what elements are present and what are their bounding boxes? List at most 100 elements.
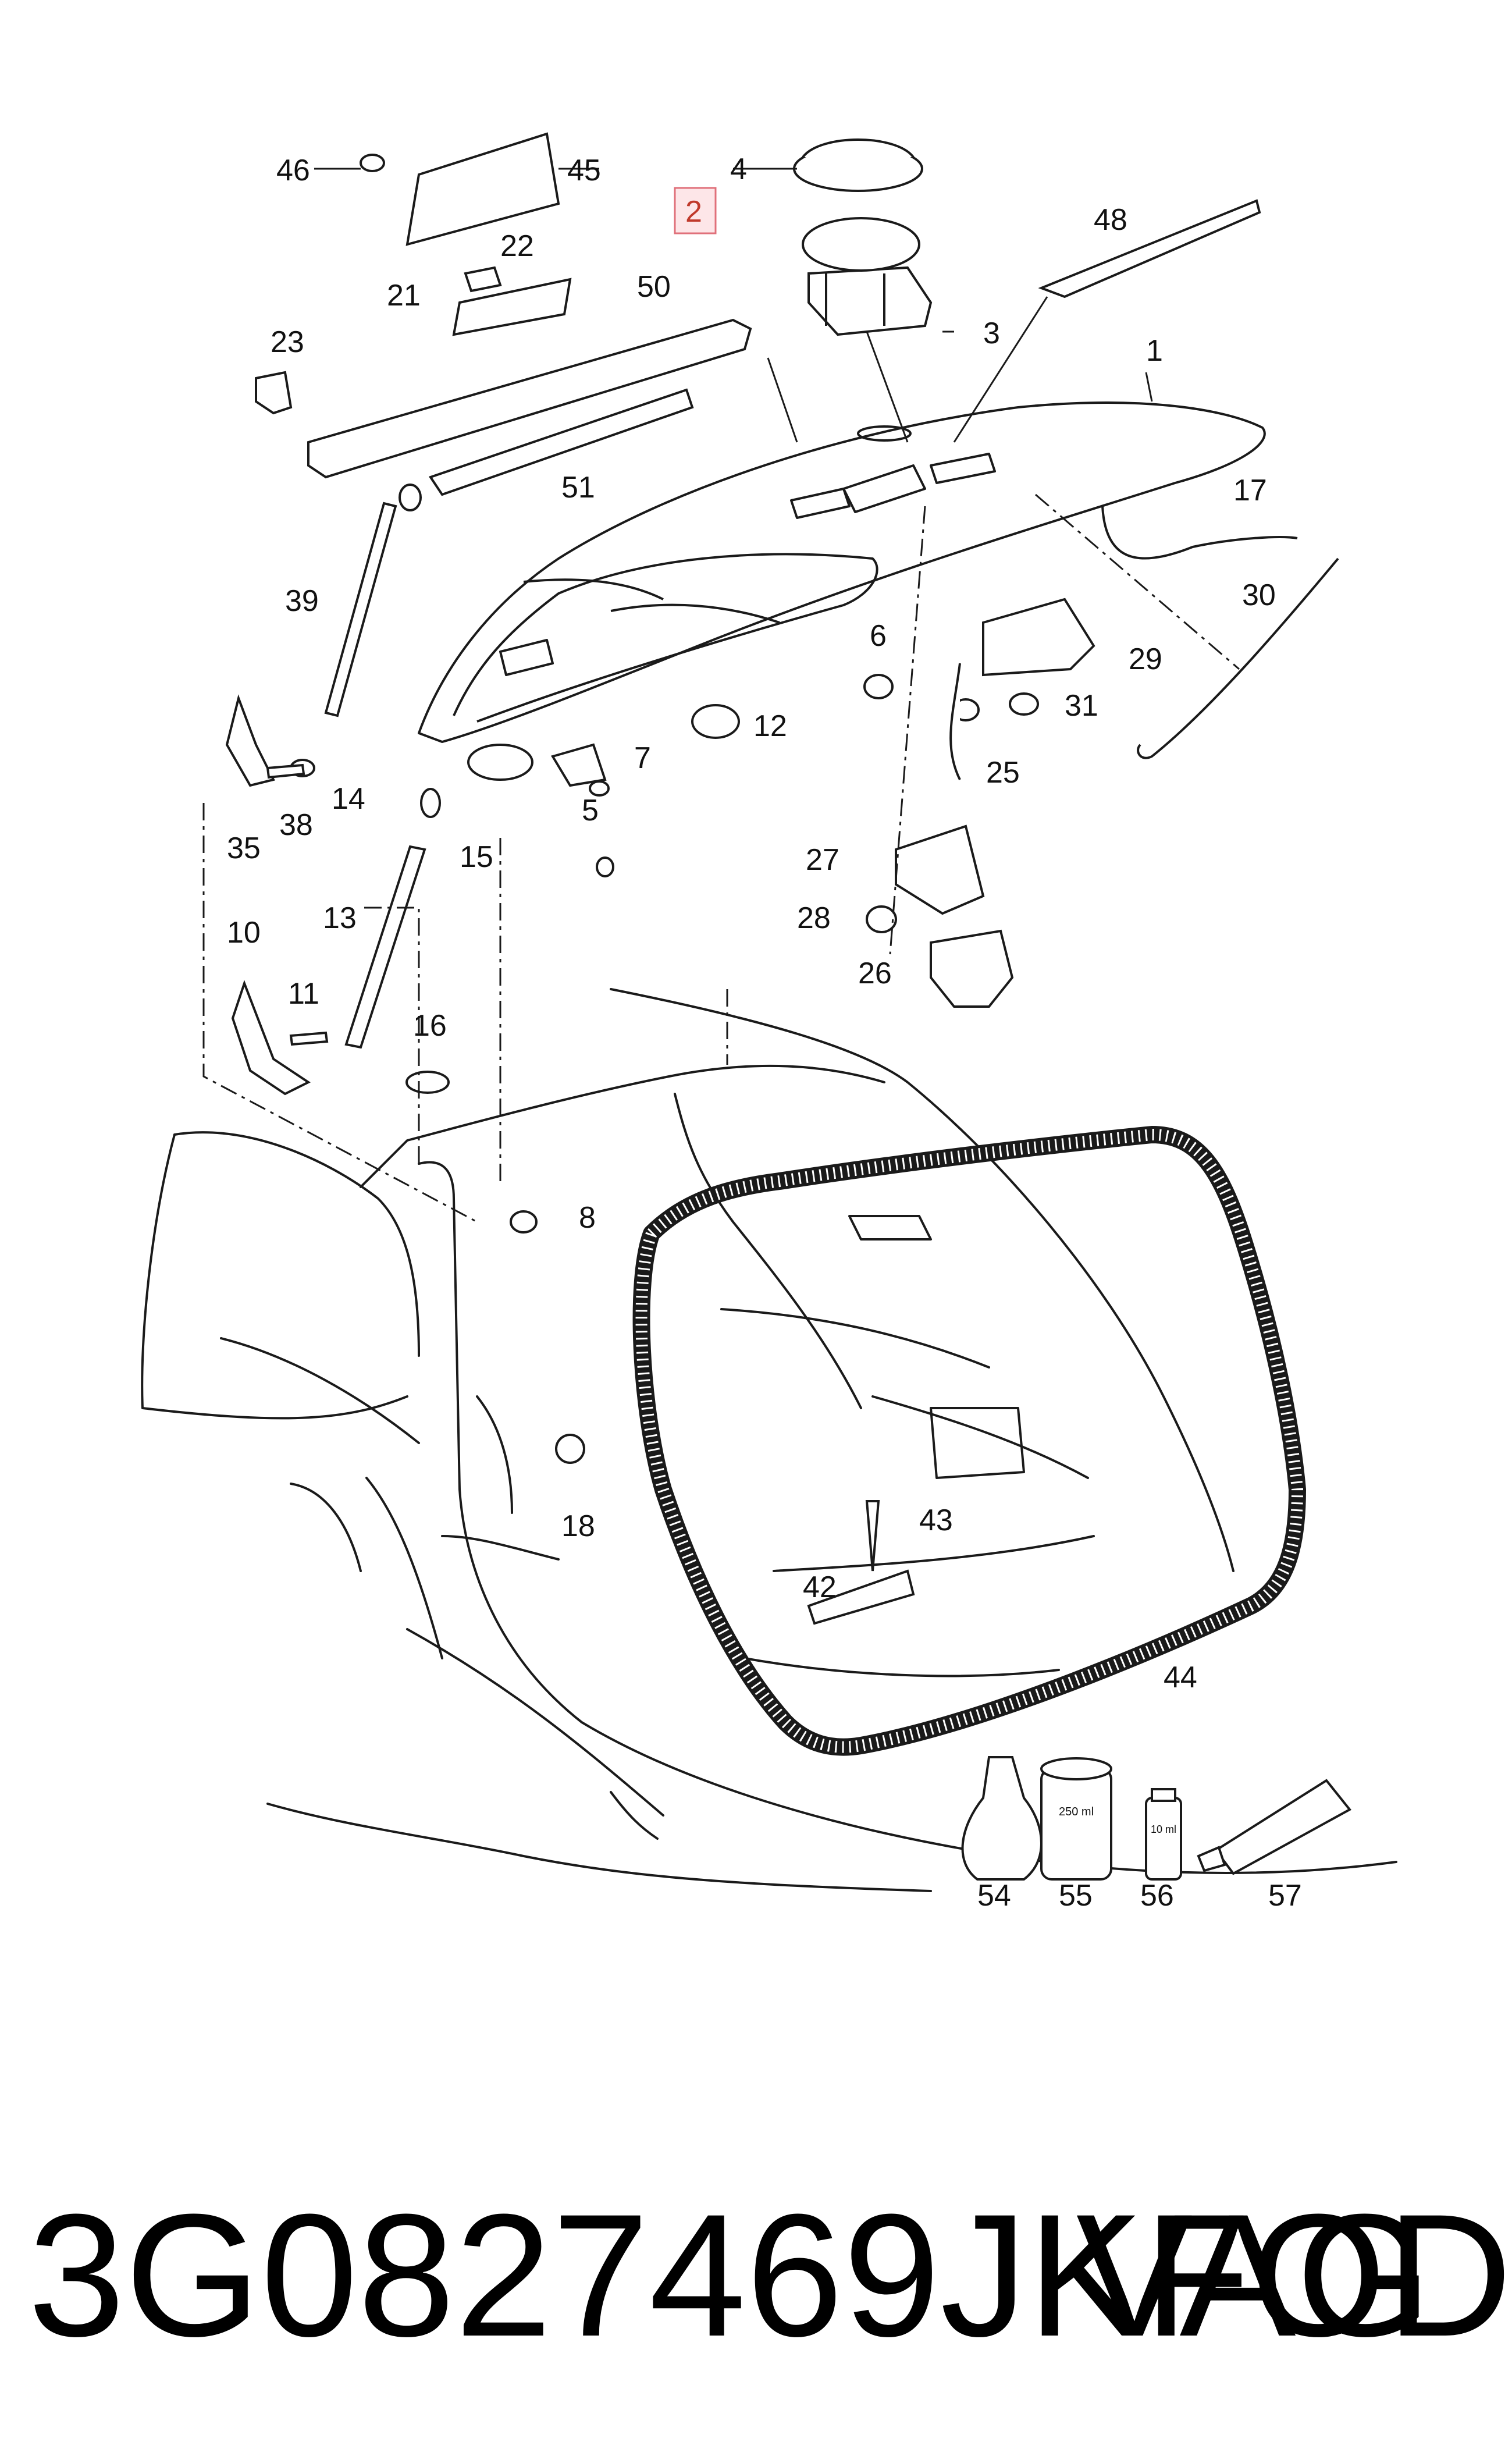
svg-text:35: 35 xyxy=(227,831,261,865)
svg-text:46: 46 xyxy=(276,154,310,187)
small-parts-upper-left xyxy=(255,132,572,415)
callout-17: 17 xyxy=(1233,474,1267,507)
svg-text:2: 2 xyxy=(685,195,702,229)
callout-18: 18 xyxy=(561,1509,595,1543)
svg-text:6: 6 xyxy=(870,619,887,653)
svg-text:3: 3 xyxy=(983,317,1000,350)
svg-text:30: 30 xyxy=(1242,578,1276,612)
callout-57: 57 xyxy=(1268,1879,1302,1913)
svg-text:13: 13 xyxy=(323,901,357,935)
callout-5: 5 xyxy=(582,794,599,827)
svg-text:54: 54 xyxy=(977,1879,1011,1913)
tailgate-seal xyxy=(632,1126,1306,1756)
svg-text:42: 42 xyxy=(803,1570,837,1604)
callout-35: 35 xyxy=(227,831,261,865)
callout-27: 27 xyxy=(806,843,839,877)
callout-46: 46 xyxy=(276,154,310,187)
callout-50: 50 xyxy=(637,270,671,304)
callout-2: 2 xyxy=(674,187,717,234)
svg-text:5: 5 xyxy=(582,794,599,827)
gas-struts xyxy=(324,484,426,1049)
callout-29: 29 xyxy=(1129,642,1162,676)
svg-text:31: 31 xyxy=(1065,689,1098,723)
cables xyxy=(1101,506,1339,759)
callout-31: 31 xyxy=(1065,689,1098,723)
callout-26: 26 xyxy=(858,957,892,990)
svg-text:51: 51 xyxy=(561,471,595,504)
svg-text:10: 10 xyxy=(227,916,261,950)
callout-28: 28 xyxy=(797,901,831,935)
svg-text:50: 50 xyxy=(637,270,671,304)
callout-15: 15 xyxy=(460,840,493,874)
trim-strip xyxy=(1038,199,1261,298)
callout-7: 7 xyxy=(634,741,651,775)
callout-38: 38 xyxy=(279,808,313,842)
svg-text:21: 21 xyxy=(387,279,421,312)
svg-text:44: 44 xyxy=(1164,1661,1197,1694)
callout-10: 10 xyxy=(227,916,261,950)
svg-text:45: 45 xyxy=(567,154,601,187)
callout-12: 12 xyxy=(753,709,787,743)
callout-4: 4 xyxy=(730,152,747,186)
callout-51: 51 xyxy=(561,471,595,504)
callout-54: 54 xyxy=(977,1879,1011,1913)
part-number: 3G0827469JKFOD xyxy=(28,2177,1512,2373)
svg-text:17: 17 xyxy=(1233,474,1267,507)
callout-48: 48 xyxy=(1094,203,1127,237)
callout-45: 45 xyxy=(567,154,601,187)
lock-assembly xyxy=(866,598,1095,1008)
callout-11: 11 xyxy=(288,977,319,1011)
callout-22: 22 xyxy=(500,229,534,263)
callout-3: 3 xyxy=(983,317,1000,350)
svg-text:10 ml: 10 ml xyxy=(1151,1824,1176,1835)
svg-text:15: 15 xyxy=(460,840,493,874)
callout-56: 56 xyxy=(1140,1879,1174,1913)
svg-text:7: 7 xyxy=(634,741,651,775)
callout-44: 44 xyxy=(1164,1661,1197,1694)
svg-text:22: 22 xyxy=(500,229,534,263)
svg-text:4: 4 xyxy=(730,152,747,186)
svg-text:43: 43 xyxy=(919,1503,953,1537)
consumable-bag-54 xyxy=(961,1756,1043,1881)
svg-text:11: 11 xyxy=(288,977,319,1011)
svg-text:39: 39 xyxy=(285,584,319,618)
svg-text:8: 8 xyxy=(579,1201,596,1235)
svg-text:14: 14 xyxy=(332,782,365,816)
callout-6: 6 xyxy=(870,619,887,653)
svg-text:23: 23 xyxy=(271,325,304,359)
svg-text:57: 57 xyxy=(1268,1879,1302,1913)
svg-text:38: 38 xyxy=(279,808,313,842)
svg-text:27: 27 xyxy=(806,843,839,877)
emblem-camera-module xyxy=(793,138,933,336)
svg-text:55: 55 xyxy=(1059,1879,1093,1913)
bolts xyxy=(266,763,915,1625)
svg-text:26: 26 xyxy=(858,957,892,990)
svg-text:29: 29 xyxy=(1129,642,1162,676)
callout-21: 21 xyxy=(387,279,421,312)
footer-bar: 3G0827469JKFOD VAG xyxy=(0,2153,1512,2397)
consumable-bottle-56: 10 ml xyxy=(1145,1788,1182,1881)
callout-55: 55 xyxy=(1059,1879,1093,1913)
callout-16: 16 xyxy=(413,1009,447,1043)
spoiler-and-brake-light xyxy=(307,318,752,496)
callout-25: 25 xyxy=(986,756,1020,790)
exploded-parts-diagram: 1 2 3 4 5 6 7 8 10 11 12 13 14 15 16 17 … xyxy=(141,132,1397,1913)
svg-text:28: 28 xyxy=(797,901,831,935)
svg-text:56: 56 xyxy=(1140,1879,1174,1913)
callout-43: 43 xyxy=(919,1503,953,1537)
svg-text:250 ml: 250 ml xyxy=(1059,1805,1094,1818)
svg-text:48: 48 xyxy=(1094,203,1127,237)
svg-text:25: 25 xyxy=(986,756,1020,790)
tailgate-panel xyxy=(418,401,1266,743)
callout-42: 42 xyxy=(803,1570,837,1604)
callout-39: 39 xyxy=(285,584,319,618)
callout-30: 30 xyxy=(1242,578,1276,612)
callout-13: 13 xyxy=(323,901,357,935)
vehicle-rear-body xyxy=(141,988,1397,1892)
callout-23: 23 xyxy=(271,325,304,359)
callout-14: 14 xyxy=(332,782,365,816)
consumable-tube-57 xyxy=(1197,1779,1352,1875)
callout-8: 8 xyxy=(579,1201,596,1235)
svg-text:18: 18 xyxy=(561,1509,595,1543)
svg-text:16: 16 xyxy=(413,1009,447,1043)
